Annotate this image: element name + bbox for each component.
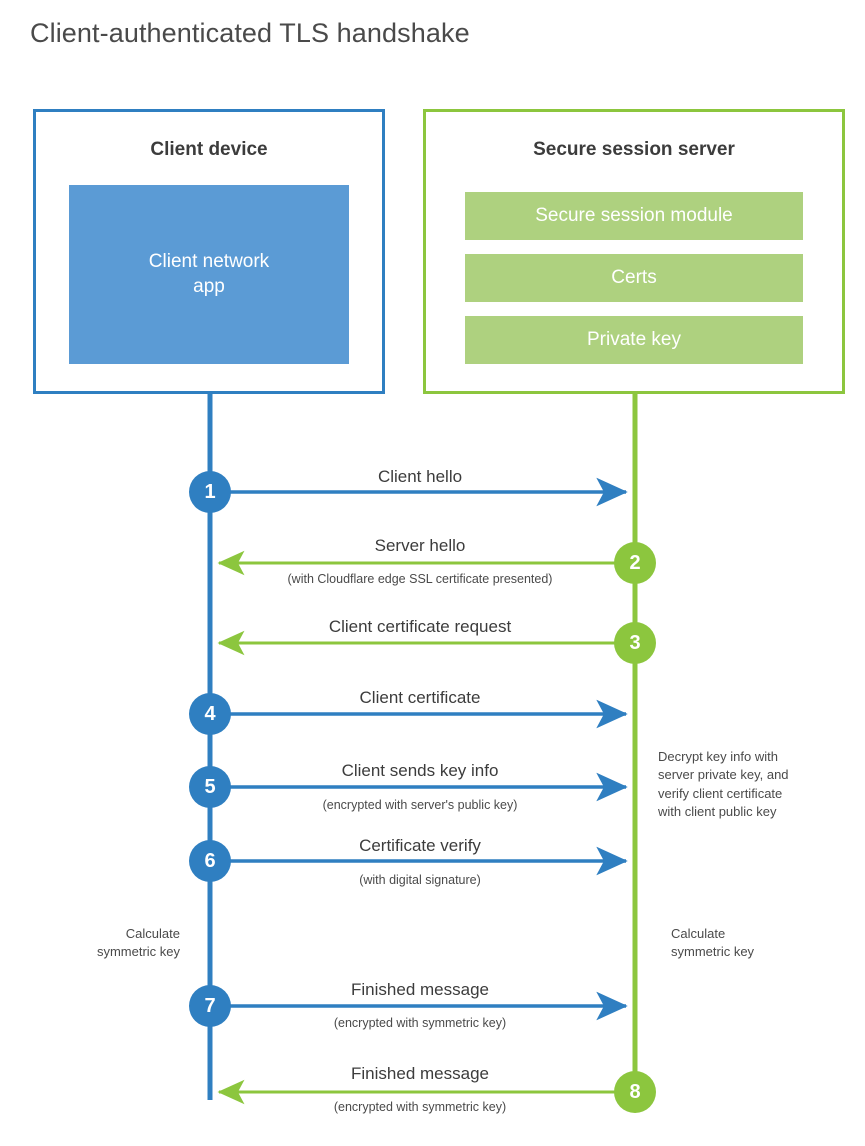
step-sublabel-8: (encrypted with symmetric key): [333, 1100, 507, 1114]
server-decrypt-annotation: Decrypt key info with server private key…: [658, 749, 789, 820]
step-marker-5[interactable]: 5: [189, 766, 231, 808]
step-label-2: Server hello: [374, 536, 466, 555]
step-label-3: Client certificate request: [328, 617, 512, 636]
step-label-7: Finished message: [351, 980, 489, 999]
server-item-certs: Certs: [465, 254, 803, 302]
step-marker-6[interactable]: 6: [189, 840, 231, 882]
step-label-6: Certificate verify: [359, 836, 481, 855]
step-label-4: Client certificate: [359, 688, 481, 707]
secure-session-server-title: Secure session server: [533, 139, 735, 160]
step-marker-4[interactable]: 4: [189, 693, 231, 735]
step-label-5: Client sends key info: [341, 761, 499, 780]
server-item-private-key: Private key: [465, 316, 803, 364]
server-calculate-symmetric-key-annotation: Calculate symmetric key: [671, 926, 755, 960]
step-marker-3[interactable]: 3: [614, 622, 656, 664]
client-network-app-block: Client network app: [69, 185, 349, 364]
client-calculate-symmetric-key-annotation: Calculate symmetric key: [96, 926, 180, 960]
step-marker-7[interactable]: 7: [189, 985, 231, 1027]
server-item-secure-session-module: Secure session module: [465, 192, 803, 240]
secure-session-server-box: Secure session server Secure session mod…: [423, 109, 845, 394]
step-label-1: Client hello: [377, 467, 463, 486]
client-device-title: Client device: [150, 139, 268, 160]
step-sublabel-2: (with Cloudflare edge SSL certificate pr…: [287, 572, 553, 586]
step-marker-2[interactable]: 2: [614, 542, 656, 584]
step-sublabel-5: (encrypted with server's public key): [322, 798, 518, 812]
page-title: Client-authenticated TLS handshake: [30, 18, 470, 48]
step-sublabel-6: (with digital signature): [359, 873, 481, 887]
step-marker-8[interactable]: 8: [614, 1071, 656, 1113]
client-device-box: Client device Client network app: [33, 109, 385, 394]
step-marker-1[interactable]: 1: [189, 471, 231, 513]
step-sublabel-7: (encrypted with symmetric key): [333, 1016, 507, 1030]
step-label-8: Finished message: [351, 1064, 489, 1083]
